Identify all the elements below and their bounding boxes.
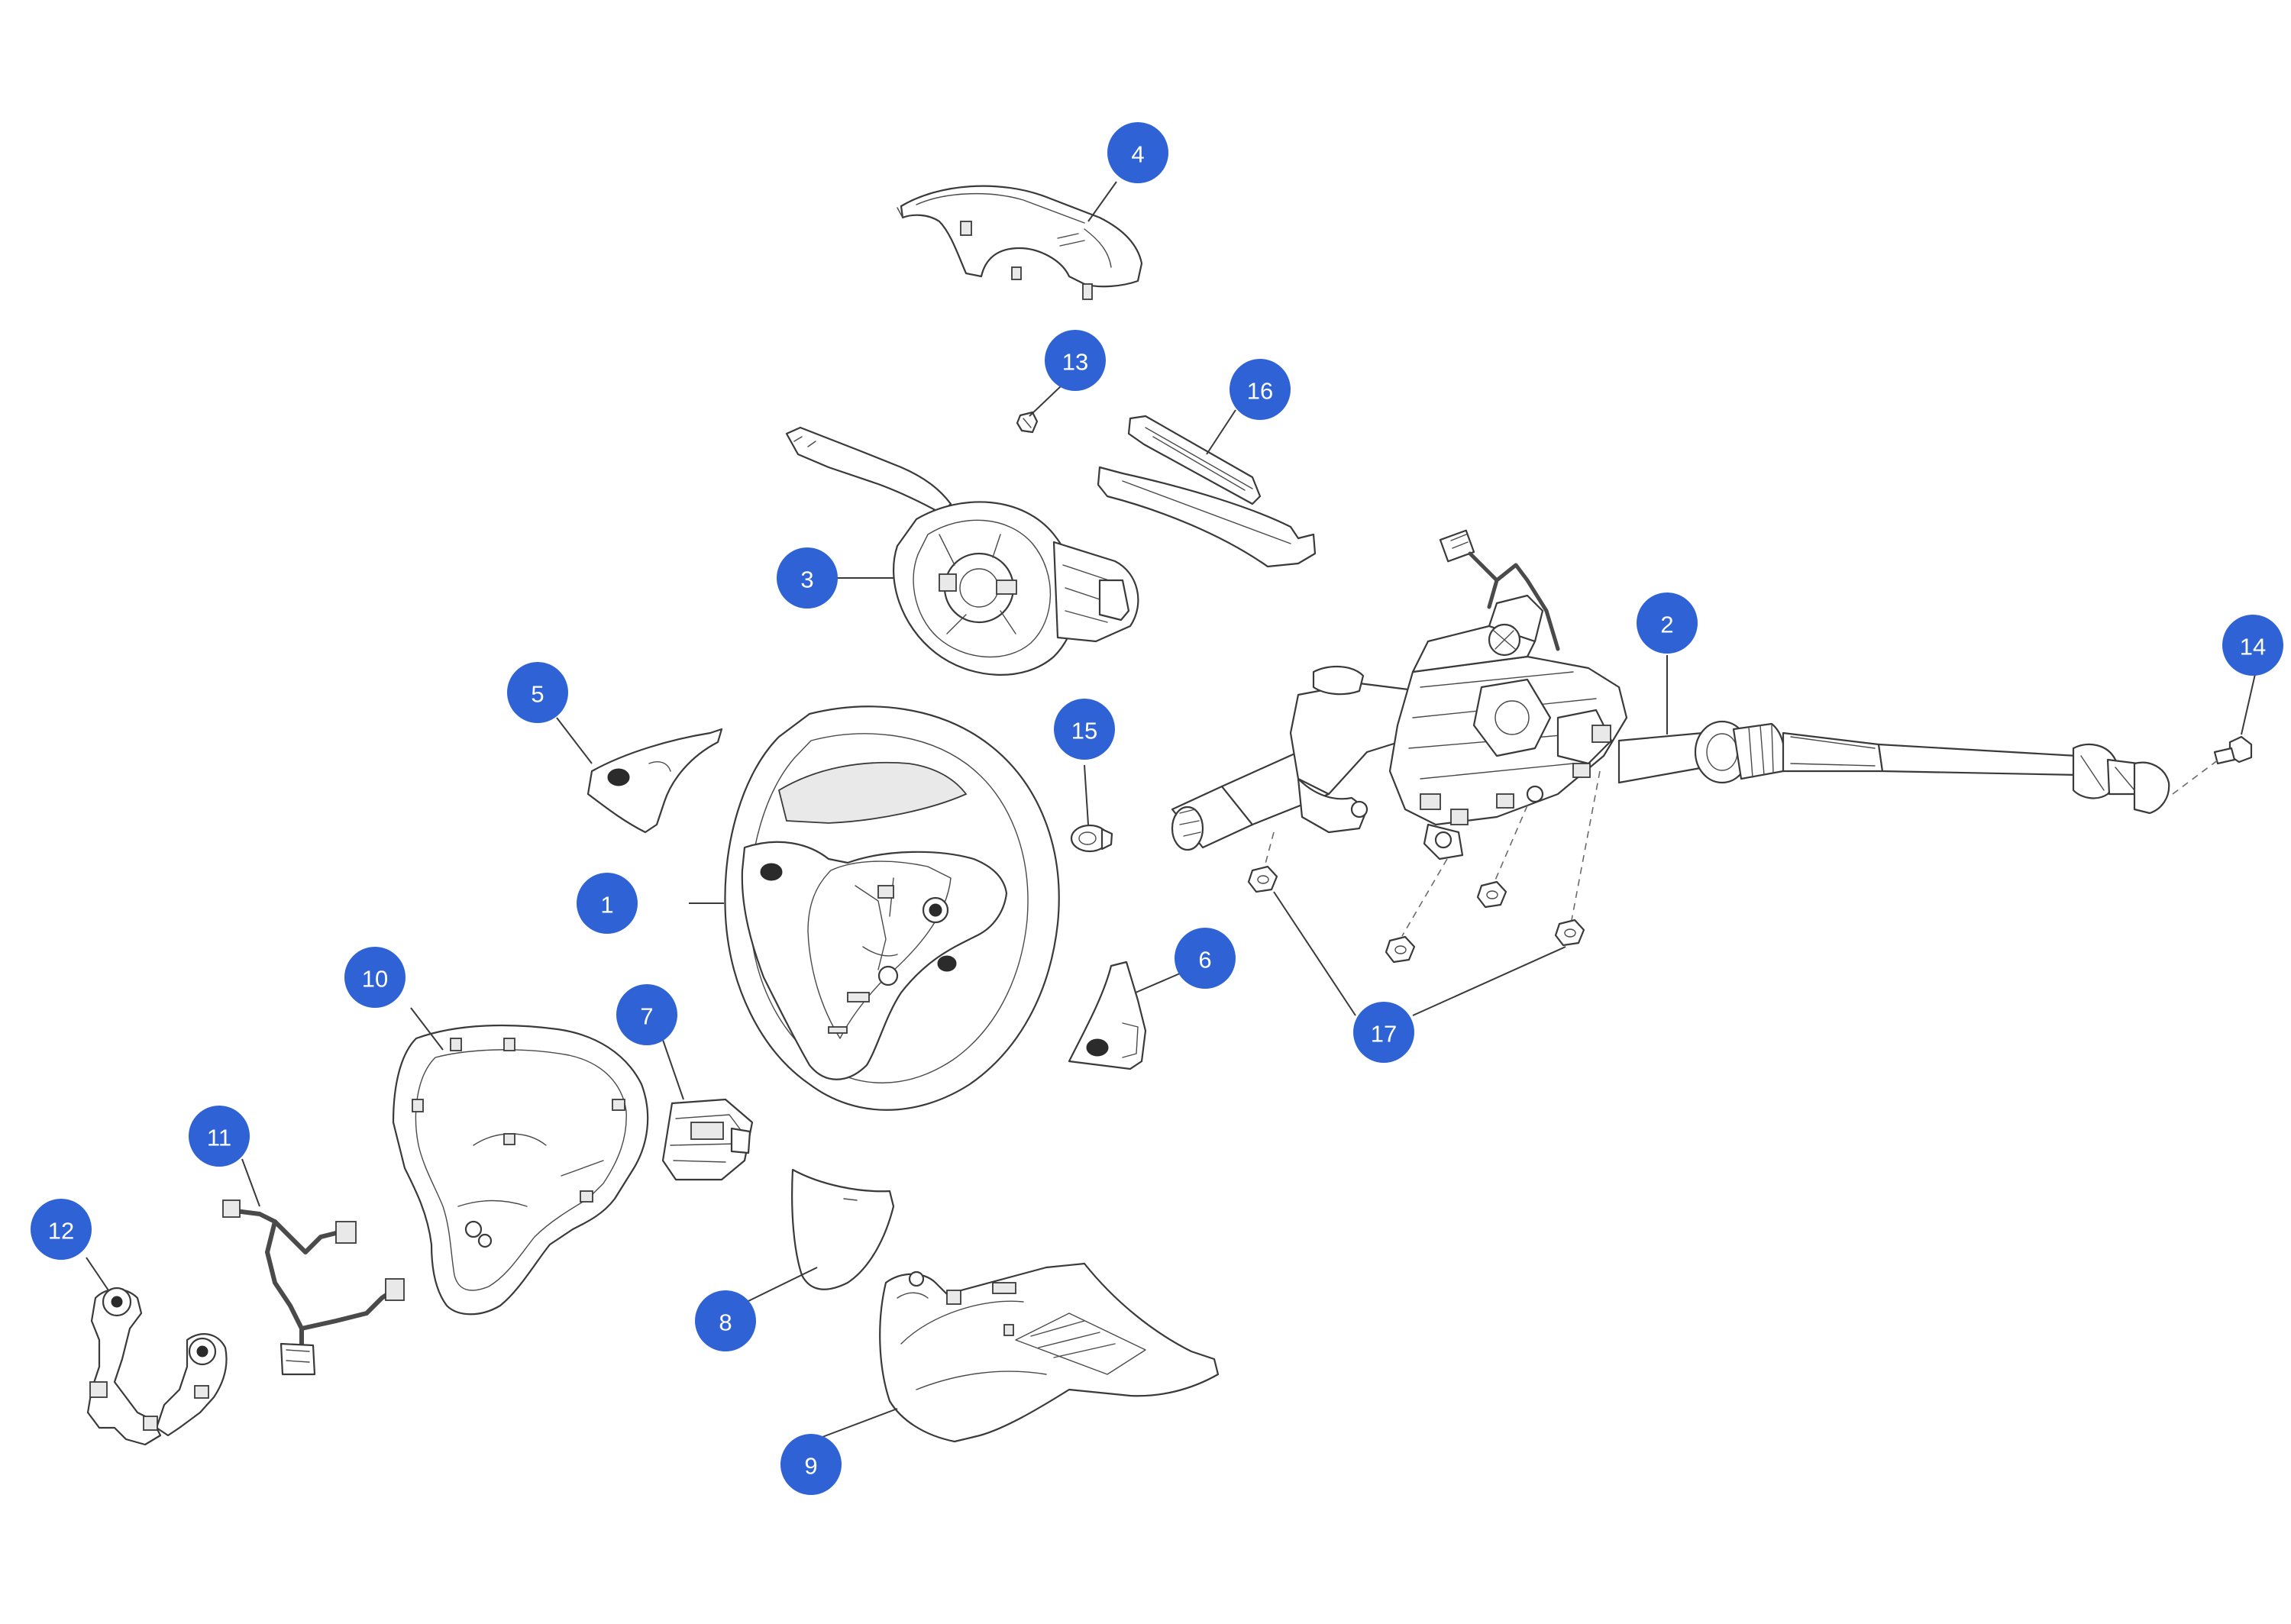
part-small-clip (1016, 411, 1039, 434)
callout-circle (31, 1199, 92, 1260)
callout-3[interactable]: 3 (777, 547, 838, 609)
callout-label: 6 (1198, 947, 1211, 973)
callout-16[interactable]: 16 (1230, 359, 1291, 420)
callouts: 1 2 3 4 5 6 7 8 9 10 11 12 13 14 15 16 1… (31, 122, 2283, 1495)
callout-1[interactable]: 1 (577, 873, 638, 934)
callout-label: 16 (1247, 378, 1273, 405)
callout-9[interactable]: 9 (780, 1434, 842, 1495)
callout-label: 8 (719, 1309, 732, 1336)
part-nuts (1247, 865, 1585, 964)
part-control-module (661, 1098, 754, 1181)
callout-label: 9 (804, 1453, 817, 1480)
callout-5[interactable]: 5 (507, 662, 568, 723)
part-upper-column-shroud (897, 185, 1143, 300)
callout-label: 2 (1660, 612, 1673, 638)
leader-lines (86, 181, 2256, 1438)
callout-15[interactable]: 15 (1054, 699, 1115, 760)
part-trim-strip (1097, 415, 1317, 568)
callout-circle (507, 662, 568, 723)
callout-circle (780, 1434, 842, 1495)
callout-circle (577, 873, 638, 934)
part-wheel-rear-cover (392, 1024, 649, 1316)
callout-circle (695, 1290, 756, 1351)
callout-label: 13 (1062, 349, 1088, 376)
callout-circle (1353, 1002, 1414, 1063)
callout-label: 5 (531, 681, 544, 708)
callout-10[interactable]: 10 (344, 947, 406, 1008)
callout-label: 7 (640, 1003, 653, 1030)
callout-4[interactable]: 4 (1107, 122, 1168, 183)
nut (1247, 865, 1278, 893)
callout-label: 11 (207, 1125, 231, 1151)
assembly-dashed-lines (1264, 759, 2219, 937)
nut (1385, 935, 1416, 964)
callout-label: 3 (800, 567, 813, 593)
callout-8[interactable]: 8 (695, 1290, 756, 1351)
part-wiring-harness (222, 1199, 405, 1376)
callout-circle (616, 984, 677, 1045)
callout-circle (1230, 359, 1291, 420)
callout-label: 1 (600, 892, 613, 919)
callout-circle (1045, 330, 1106, 391)
callout-label: 14 (2240, 634, 2266, 660)
callout-circle (344, 947, 406, 1008)
callout-label: 15 (1071, 718, 1097, 744)
part-bolt (2213, 735, 2253, 765)
part-lower-column-shroud (879, 1262, 1220, 1443)
callout-6[interactable]: 6 (1175, 928, 1236, 989)
part-switch-pack (86, 1287, 228, 1446)
callout-2[interactable]: 2 (1637, 592, 1698, 654)
callout-circle (189, 1106, 250, 1167)
callout-13[interactable]: 13 (1045, 330, 1106, 391)
callout-label: 12 (48, 1218, 74, 1245)
part-right-switch-bezel (1068, 961, 1147, 1070)
callout-circle (1637, 592, 1698, 654)
callout-circle (2222, 615, 2283, 676)
part-stalk-switch-assembly (785, 426, 1139, 676)
callout-label: 4 (1131, 141, 1144, 168)
part-steering-column (1171, 529, 2170, 860)
callout-11[interactable]: 11 (189, 1106, 250, 1167)
callout-14[interactable]: 14 (2222, 615, 2283, 676)
callout-circle (777, 547, 838, 609)
part-steering-wheel (724, 705, 1060, 1111)
nut (1554, 919, 1585, 947)
callout-circle (1175, 928, 1236, 989)
callout-label: 10 (362, 966, 388, 993)
part-washer (1070, 824, 1113, 853)
callout-label: 17 (1371, 1021, 1397, 1048)
callout-12[interactable]: 12 (31, 1199, 92, 1260)
part-left-switch-bezel (586, 728, 723, 834)
part-cover-cap (791, 1168, 895, 1290)
callout-17[interactable]: 17 (1353, 1002, 1414, 1063)
callout-7[interactable]: 7 (616, 984, 677, 1045)
nut (1476, 880, 1507, 909)
callout-circle (1107, 122, 1168, 183)
callout-circle (1054, 699, 1115, 760)
